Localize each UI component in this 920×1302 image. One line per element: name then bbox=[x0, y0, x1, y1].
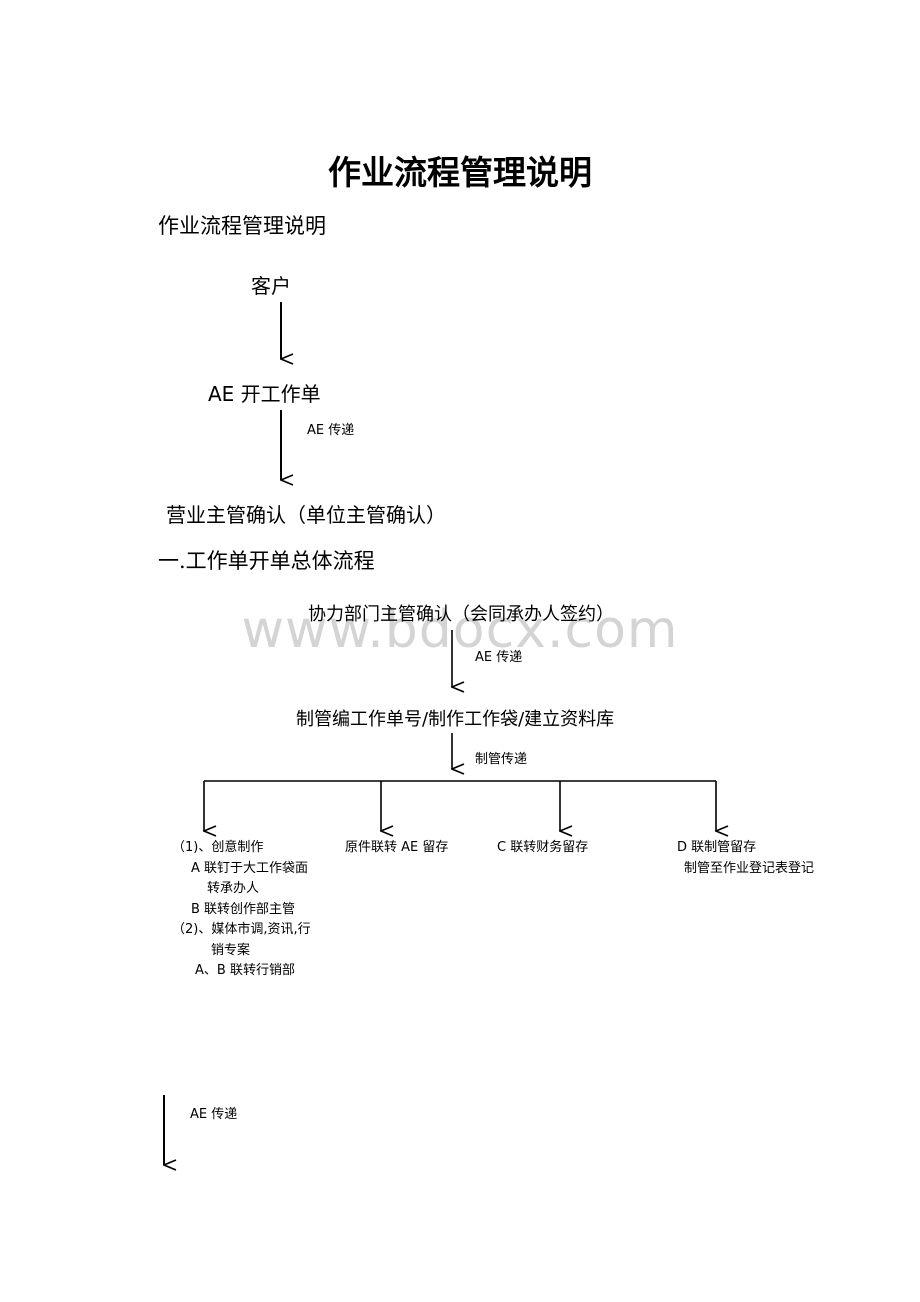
document-title: 作业流程管理说明 bbox=[328, 153, 592, 192]
label-bottom-ae-pass: AE 传递 bbox=[190, 1107, 238, 1122]
branch-1-line-4: B 联转创作部主管 bbox=[191, 901, 296, 917]
branch-1-line-1: （1)、创意制作 bbox=[172, 840, 264, 855]
branch-4-notes: D 联制管留存 制管至作业登记表登记 bbox=[677, 838, 814, 879]
branch-1-notes: （1)、创意制作 A 联钉于大工作袋面 转承办人 B 联转创作部主管 （2)、媒… bbox=[172, 838, 311, 982]
node-customer: 客户 bbox=[251, 274, 291, 298]
branch-4-line-2: 制管至作业登记表登记 bbox=[684, 860, 815, 876]
branch-3-line-1: C 联转财务留存 bbox=[497, 840, 589, 855]
label-prod-pass: 制管传递 bbox=[475, 752, 528, 767]
branch-1-line-7: A、B 联转行销部 bbox=[195, 963, 295, 978]
node-ae-open-order: AE 开工作单 bbox=[208, 382, 321, 406]
node-sales-confirm: 营业主管确认（单位主管确认） bbox=[166, 503, 446, 527]
branch-3-notes: C 联转财务留存 bbox=[497, 838, 588, 859]
node-coop-confirm: 协力部门主管确认（会同承办人签约） bbox=[308, 604, 614, 625]
section-heading: 一.工作单开单总体流程 bbox=[158, 549, 375, 573]
branch-1-line-3: 转承办人 bbox=[207, 881, 260, 896]
branch-1-line-2: A 联钉于大工作袋面 bbox=[191, 860, 309, 876]
branch-1-line-5: （2)、媒体市调,资讯,行 bbox=[172, 922, 311, 937]
branch-2-notes: 原件联转 AE 留存 bbox=[345, 838, 448, 859]
document-subtitle: 作业流程管理说明 bbox=[158, 214, 326, 238]
branch-2-line-1: 原件联转 AE 留存 bbox=[345, 840, 449, 855]
label-ae-pass-2: AE 传递 bbox=[475, 650, 523, 665]
label-ae-pass: AE 传递 bbox=[307, 423, 355, 438]
node-production-step: 制管编工作单号/制作工作袋/建立资料库 bbox=[296, 709, 615, 730]
branch-1-line-6: 销专案 bbox=[211, 942, 251, 958]
branch-4-line-1: D 联制管留存 bbox=[677, 840, 757, 855]
watermark: www.bdocx.com bbox=[241, 600, 679, 660]
